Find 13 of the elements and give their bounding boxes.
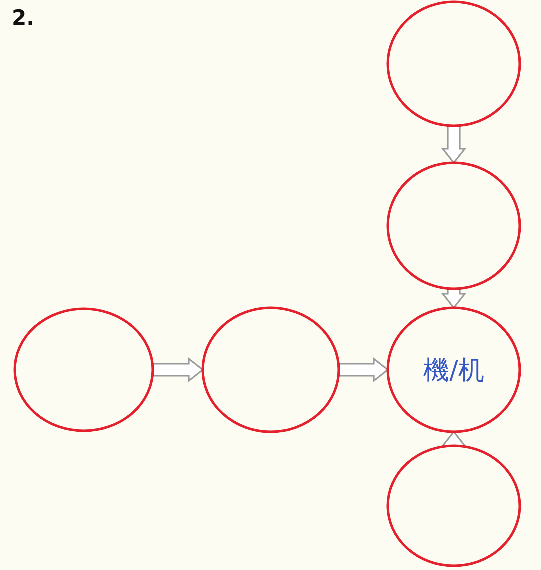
block-arrow — [338, 357, 390, 383]
block-arrow — [441, 125, 467, 164]
block-arrow — [441, 430, 467, 447]
block-arrow — [441, 288, 467, 310]
ellipse-node — [201, 306, 341, 434]
ellipse-node — [386, 444, 522, 568]
ellipse-node — [386, 0, 522, 128]
block-arrow — [152, 357, 204, 383]
figure-number: 2. — [12, 6, 35, 30]
node-label: 機/机 — [424, 354, 484, 388]
ellipse-node — [386, 161, 522, 291]
ellipse-node — [386, 306, 522, 434]
ellipse-node — [13, 307, 155, 433]
